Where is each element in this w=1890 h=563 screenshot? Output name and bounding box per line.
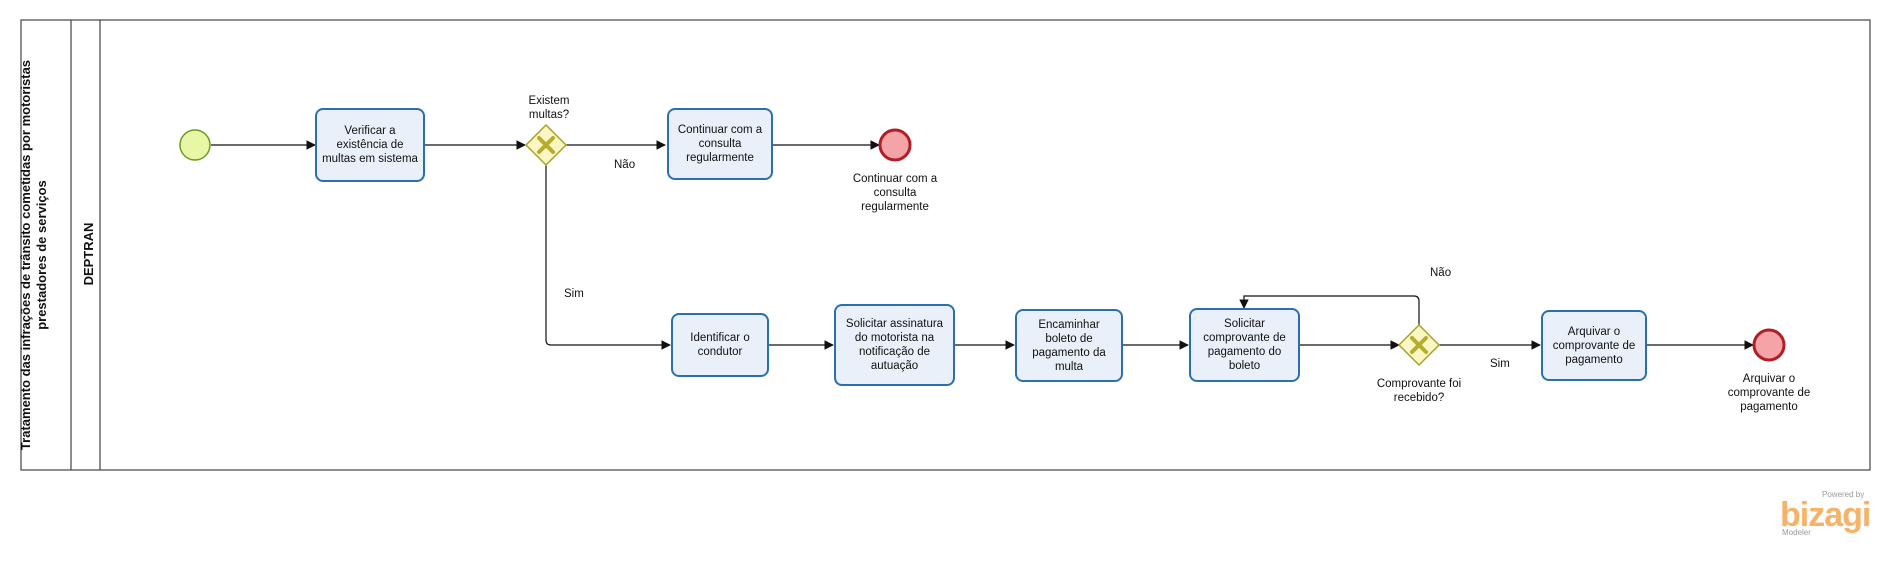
task-verificar-multas[interactable]: Verificar a existência de multas em sist… [315,108,425,182]
pool-frame [20,19,1871,471]
bizagi-logo: Powered by bizagi Modeler [1780,490,1872,537]
lane-title: DEPTRAN [81,222,96,286]
flow-label-sim-2: Sim [1490,358,1510,370]
task-arquivar-comprovante[interactable]: Arquivar o comprovante de pagamento [1541,310,1647,381]
flow-label-nao-1: Não [614,159,636,171]
end-event-continuar[interactable] [878,128,912,162]
pool-title: Tratamento das infrações de trânsito com… [18,59,49,451]
task-solicitar-comprovante[interactable]: Solicitar comprovante de pagamento do bo… [1189,308,1300,382]
flow-gateway-sim [545,165,671,350]
gateway-label-comprovante: Comprovante foi recebido? [1376,378,1462,404]
logo-powered-by: Powered by [1822,490,1865,499]
gateway-existem-multas[interactable] [524,123,568,167]
end-event-arquivar[interactable] [1752,328,1786,362]
flow-label-nao-2: Não [1430,267,1452,279]
logo-wordmark: bizagi [1780,496,1871,534]
logo-product: Modeler [1782,528,1811,537]
flow-gateway2-nao-loop [1239,295,1420,325]
flow-label-sim-1: Sim [564,288,584,300]
task-identificar-condutor[interactable]: Identificar o condutor [671,313,769,377]
task-continuar-consulta[interactable]: Continuar com a consulta regularmente [667,108,773,180]
task-encaminhar-boleto[interactable]: Encaminhar boleto de pagamento da multa [1015,309,1123,382]
start-event[interactable] [179,129,211,161]
gateway-label-existem-multas: Existem multas? [528,95,570,121]
end-event-label-arquivar: Arquivar o comprovante de pagamento [1727,373,1811,413]
gateway-comprovante-recebido[interactable] [1397,323,1441,367]
task-solicitar-assinatura[interactable]: Solicitar assinatura do motorista na not… [834,304,955,386]
end-event-label-continuar: Continuar com a consulta regularmente [852,173,938,213]
